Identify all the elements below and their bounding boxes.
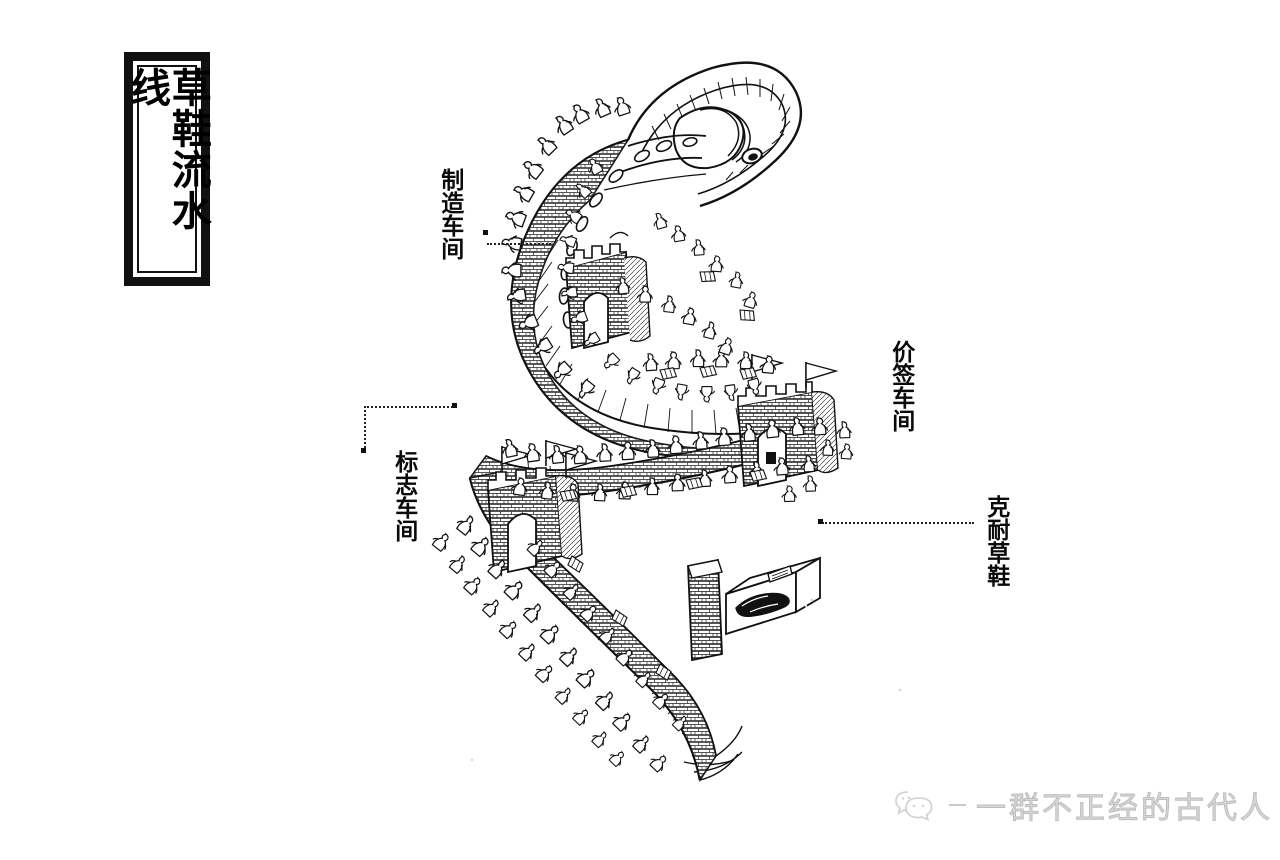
title-plaque-inner-border: 草鞋流水线 [124, 65, 212, 273]
watermark-text: 一群不正经的古代人 [976, 791, 1273, 827]
label-marking-workshop: 标志车间 [390, 450, 418, 542]
gate-tower-lower [487, 439, 597, 574]
shoe-box [725, 556, 821, 636]
leader-dot-marking-end [452, 403, 457, 408]
watermark: 一群不正经的古代人 [893, 783, 1273, 827]
page-title: 草鞋流水线 [124, 67, 212, 231]
leader-dot-brand [818, 519, 823, 524]
label-pricetag-workshop: 价签车间 [887, 340, 915, 432]
leader-line-brand [822, 522, 974, 524]
wechat-icon [895, 791, 933, 822]
sandal-toe-loop [603, 61, 803, 208]
title-plaque: 草鞋流水线 [124, 52, 212, 286]
leader-line-manufacturing [487, 243, 551, 245]
brick-pillar [687, 558, 723, 662]
label-manufacturing-workshop: 制造车间 [436, 168, 464, 260]
watermark-dash [949, 804, 966, 806]
leader-line-marking-horizontal [364, 406, 456, 408]
scan-speckles [470, 598, 902, 762]
gate-tower-upper [565, 231, 651, 350]
label-brand-name: 克耐草鞋 [982, 495, 1010, 587]
straw-fringe [683, 725, 743, 781]
leader-dot-manufacturing [483, 230, 488, 235]
leader-dot-marking-start [361, 448, 366, 453]
leader-line-marking-vertical [364, 406, 366, 452]
